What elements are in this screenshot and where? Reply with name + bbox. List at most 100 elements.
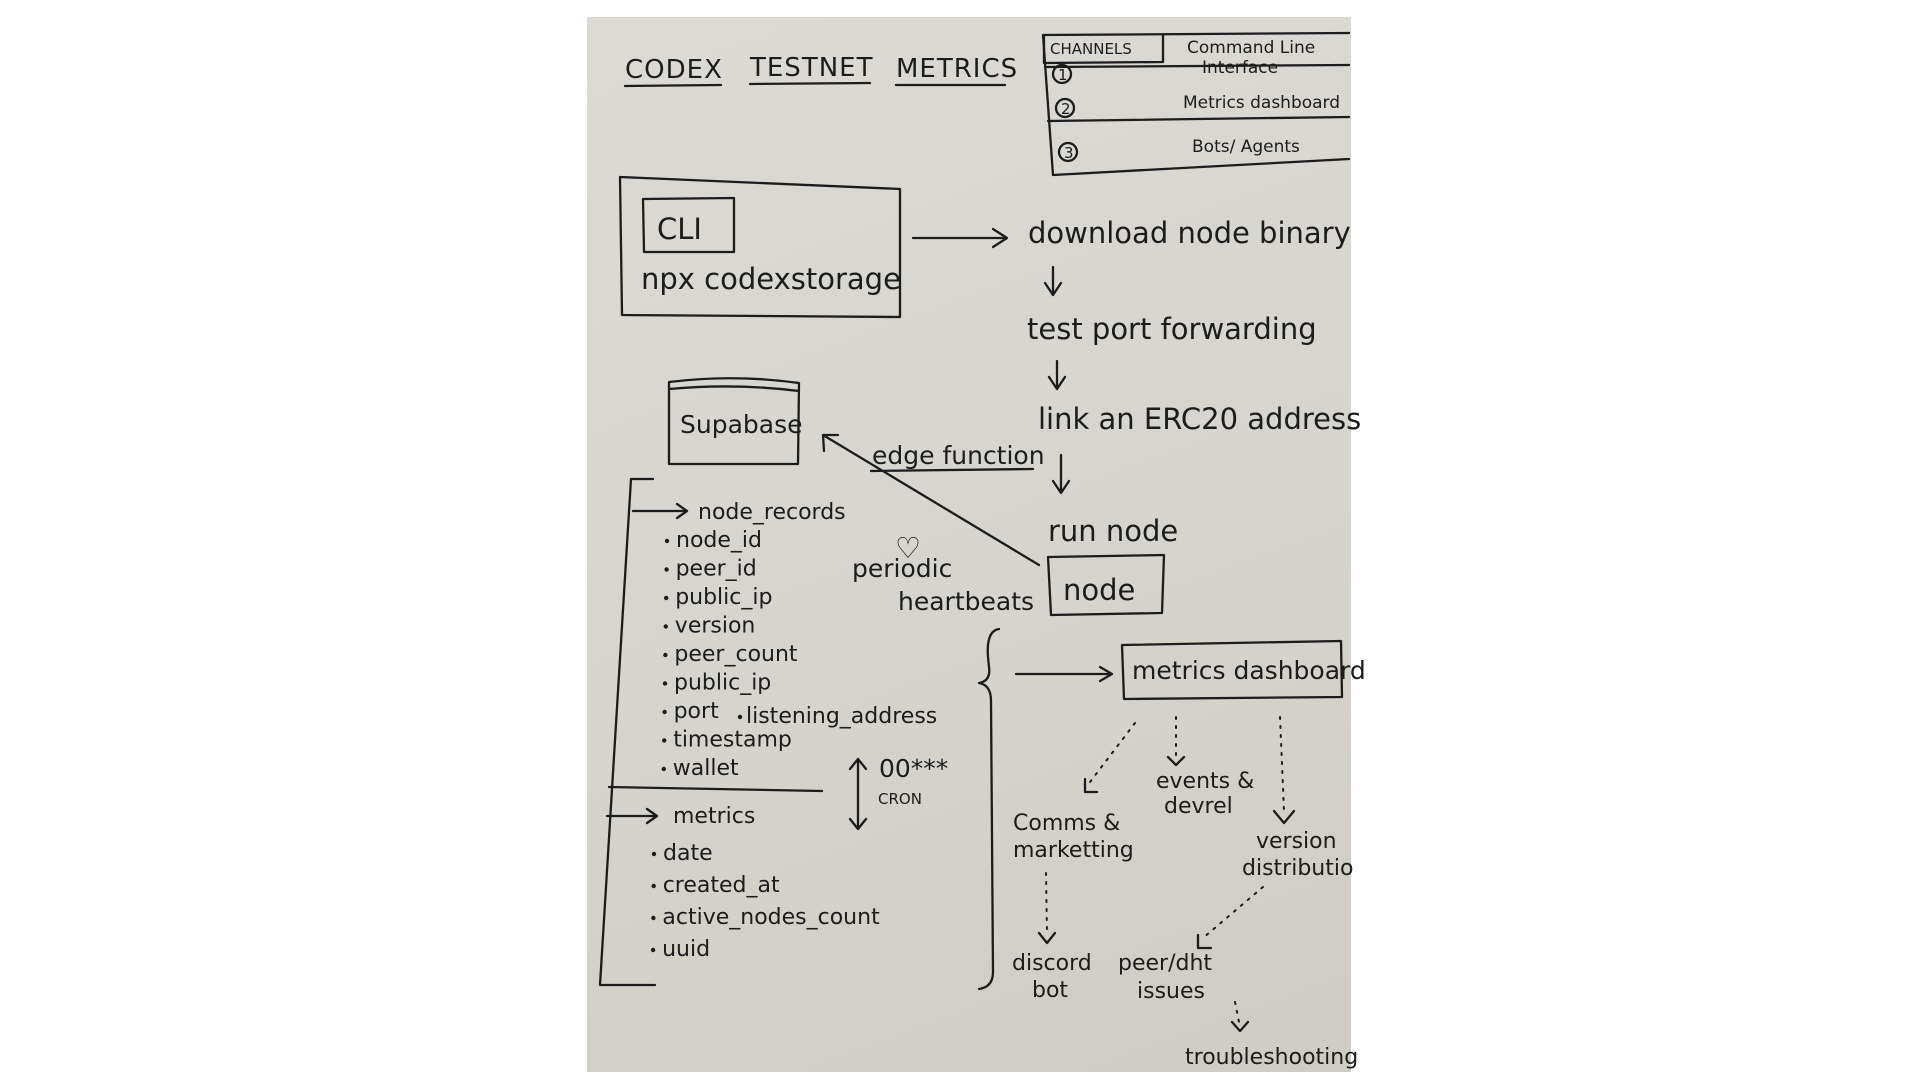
cron-label: CRON [878,790,922,808]
supabase-block: Supabase edge function ♡ periodic heartb… [667,377,1045,616]
channels-row-1-label-line1: Command Line [1187,38,1315,58]
bullet-icon [651,883,656,889]
node-record-field: port [674,699,719,724]
metrics-field: created_at [663,873,780,898]
node-record-field: version [675,614,756,639]
channels-row-1-label-line2: Interface [1202,58,1278,78]
troubleshooting-label: troubleshooting [1185,1045,1358,1070]
dotted-to-version [1279,716,1285,812]
peer-issues-line2: issues [1137,979,1205,1004]
title-underline-testnet [748,81,872,86]
bullet-icon [664,567,669,572]
version-label-line1: version [1256,829,1337,854]
dotted-to-comms [1089,722,1136,783]
channels-num-3: 3 [1064,144,1074,162]
arrowhead-version [1272,809,1296,825]
dotted-to-troubleshooting [1234,1001,1240,1023]
database-tables: node_records node_idpeer_idpublic_ipvers… [598,477,948,987]
node-record-field: public_ip [675,585,772,610]
channels-header: CHANNELS [1050,40,1132,58]
arrow-node-records [631,502,689,520]
flow-step-port-forwarding: test port forwarding [1027,312,1317,346]
node-records-title: node_records [698,500,846,525]
node-records-fields: node_idpeer_idpublic_ipversionpeer_count… [661,528,798,781]
peer-issues-line1: peer/dht [1118,951,1212,976]
bullet-icon [662,709,667,715]
bullet-icon [651,915,656,921]
channels-num-1: 1 [1058,66,1068,84]
arrow-to-dashboard [1014,665,1114,683]
metrics-title: metrics [673,804,755,829]
channels-table-outline [1041,31,1351,177]
dotted-to-discord [1045,872,1048,934]
comms-label-line2: marketting [1013,838,1134,863]
heartbeat-label-line1: periodic [852,554,952,583]
metrics-dashboard-label: metrics dashboard [1132,656,1366,685]
channels-num-2: 2 [1061,100,1071,118]
channels-header-cell [1042,33,1165,65]
node-record-field: peer_count [674,642,798,667]
channels-row-divider-1 [1043,63,1351,69]
title-group: CODEX TESTNET METRICS [623,53,1018,88]
cron-arrow [848,757,868,831]
node-box [1046,553,1166,617]
metrics-field: uuid [662,937,710,962]
flow-step-run-node: run node [1048,514,1178,548]
dashboard-brace [977,627,1001,991]
flow-step-download: download node binary [1028,216,1351,250]
paper-sheet: CODEX TESTNET METRICS CHANNELS 1 Command… [587,17,1366,1072]
discord-label-line2: bot [1032,978,1068,1003]
bullet-icon [650,947,656,953]
heartbeat-arrow [821,433,1041,567]
cli-outer-box [618,175,902,319]
node-record-field: timestamp [673,728,792,753]
metrics-field: active_nodes_count [662,905,880,930]
arrowhead-comms [1083,777,1099,794]
events-label-line1: events & [1156,769,1254,794]
dotted-to-peer [1202,886,1264,939]
dashboard-block: metrics dashboard Comms & marketting eve… [977,627,1366,1070]
channels-num-3-circle [1057,141,1079,163]
bullet-icon [737,714,743,720]
channels-row-2-label: Metrics dashboard [1183,93,1340,113]
arrow-metrics [605,807,659,825]
heartbeat-label-line2: heartbeats [898,587,1034,616]
tables-divider [607,785,824,793]
title-underline-codex [623,83,723,88]
bullet-icon [662,681,668,686]
channels-row-3-label: Bots/ Agents [1192,137,1300,157]
bullet-icon [664,595,669,601]
tables-bracket [598,477,657,987]
node-record-field: public_ip [674,671,771,696]
arrow-erc20-to-run [1051,453,1071,495]
bullet-icon [651,851,657,857]
cli-block: CLI npx codexstorage [618,175,902,319]
metrics-field: date [663,841,713,866]
title-word-metrics: METRICS [896,54,1018,84]
comms-label-line1: Comms & [1013,811,1120,836]
cron-schedule: 00*** [879,754,948,783]
title-word-testnet: TESTNET [749,53,873,83]
node-record-field: wallet [673,756,739,781]
metrics-dashboard-box [1120,639,1344,701]
arrow-port-to-erc20 [1047,359,1067,391]
cli-inner-box [641,196,736,254]
channels-table: CHANNELS 1 Command Line Interface 2 Metr… [1041,31,1351,177]
arrowhead-peer [1196,933,1213,950]
edge-function-label: edge function [872,441,1045,470]
channels-num-2-circle [1054,97,1076,119]
channels-num-1-circle [1051,63,1073,85]
supabase-label: Supabase [680,410,803,439]
node-record-field: node_id [676,528,762,553]
channels-row-divider-2 [1046,115,1351,123]
heart-icon: ♡ [895,531,921,565]
edge-function-underline [869,467,1035,473]
node-label: node [1063,573,1135,607]
node-record-field: peer_id [676,557,757,582]
arrow-download-to-port [1043,265,1063,297]
events-label-line2: devrel [1164,794,1233,819]
version-label-line2: distributio [1242,856,1353,881]
bullet-icon [663,652,668,658]
cli-label: CLI [657,212,702,246]
